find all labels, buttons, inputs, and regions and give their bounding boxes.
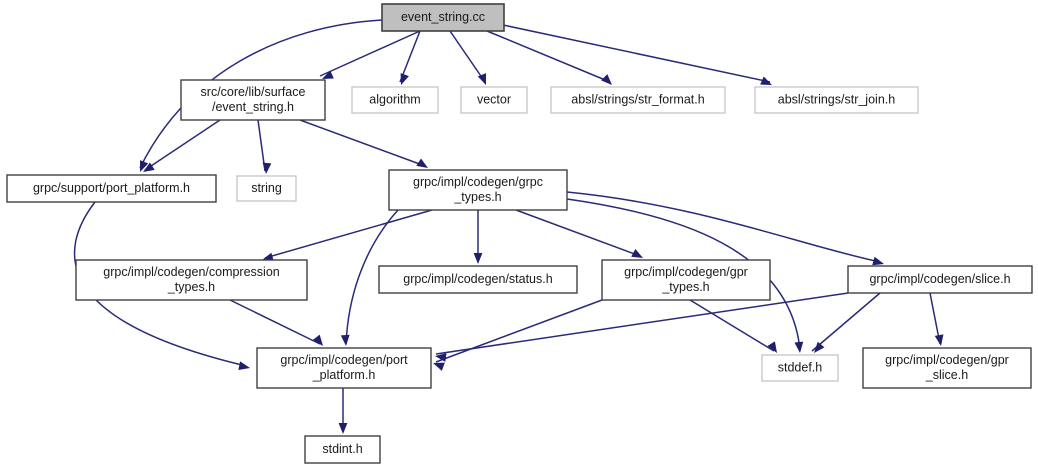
graph-edge-slice_h-to-codegen_port_platform: [435, 292, 849, 355]
graph-node-gpr_types[interactable]: grpc/impl/codegen/gpr_types.h: [601, 259, 771, 301]
graph-edge-gpr_types-to-codegen_port_platform: [435, 299, 603, 363]
arrowhead: [262, 162, 272, 174]
arrowhead: [340, 334, 350, 346]
arrowhead: [631, 248, 643, 258]
node-box[interactable]: [75, 259, 308, 301]
arrowhead: [338, 423, 348, 434]
graph-node-support_port_platform[interactable]: grpc/support/port_platform.h: [6, 174, 217, 203]
graph-edge-event_string_cc-to-algorithm: [399, 30, 421, 83]
node-box[interactable]: [256, 347, 432, 389]
arrowhead: [140, 160, 149, 172]
arrowhead: [312, 334, 323, 346]
graph-node-gpr_slice[interactable]: grpc/impl/codegen/gpr_slice.h: [862, 347, 1032, 389]
arrowhead: [601, 74, 612, 85]
node-box[interactable]: [236, 175, 297, 202]
graph-node-stddef_h[interactable]: stddef.h: [761, 354, 839, 382]
node-box[interactable]: [351, 86, 439, 114]
node-box[interactable]: [761, 354, 839, 382]
graph-edge-grpc_types-to-gpr_types: [515, 209, 641, 257]
node-box[interactable]: [381, 3, 505, 32]
arrowhead: [143, 162, 155, 172]
graph-node-algorithm[interactable]: algorithm: [351, 86, 439, 114]
node-box[interactable]: [388, 169, 568, 211]
node-box[interactable]: [862, 347, 1032, 389]
arrowhead: [262, 252, 274, 262]
node-box[interactable]: [6, 174, 217, 203]
graph-edge-grpc_types-to-codegen_port_platform: [345, 209, 399, 345]
node-box[interactable]: [754, 86, 919, 114]
graph-node-stdint_h[interactable]: stdint.h: [304, 435, 381, 464]
graph-edge-event_string_cc-to-support_port_platform: [139, 19, 383, 169]
graph-node-string[interactable]: string: [236, 175, 297, 202]
node-box[interactable]: [460, 86, 528, 114]
graph-node-vector[interactable]: vector: [460, 86, 528, 114]
graph-edge-event_string_cc-to-vector: [449, 30, 486, 83]
graph-edge-grpc_types-to-compression_types: [264, 209, 433, 259]
graph-edge-event_string_cc-to-str_format: [486, 30, 611, 83]
arrowhead: [435, 353, 447, 362]
graph-edge-surface_event_string_h-to-string: [257, 119, 266, 172]
arrowhead: [433, 362, 445, 371]
graph-node-status_h[interactable]: grpc/impl/codegen/status.h: [378, 265, 578, 294]
graph-edge-surface_event_string_h-to-support_port_platform: [144, 119, 221, 171]
arrowhead: [477, 73, 486, 85]
node-box[interactable]: [847, 265, 1033, 294]
arrowhead: [814, 341, 825, 353]
node-box[interactable]: [180, 79, 326, 121]
graph-nodes: event_string.cc src/core/lib/surface/even…: [6, 3, 1033, 464]
arrowhead: [416, 158, 428, 168]
graph-edge-grpc_types-to-stddef_h: [566, 198, 801, 351]
node-box[interactable]: [550, 86, 726, 114]
arrowhead: [760, 76, 772, 85]
graph-edge-slice_h-to-stddef_h: [811, 292, 881, 352]
node-box[interactable]: [601, 259, 771, 301]
node-box[interactable]: [304, 435, 381, 464]
arrowhead: [238, 361, 250, 371]
graph-node-codegen_port_platform[interactable]: grpc/impl/codegen/port_platform.h: [256, 347, 432, 389]
graph-node-surface_event_string_h[interactable]: src/core/lib/surface/event_string.h: [180, 79, 326, 121]
arrowhead: [322, 70, 334, 79]
graph-edge-event_string_cc-to-surface_event_string_h: [319, 30, 421, 77]
node-box[interactable]: [378, 265, 578, 294]
arrowhead: [872, 256, 884, 266]
graph-edge-grpc_types-to-slice_h: [566, 191, 881, 263]
graph-node-compression_types[interactable]: grpc/impl/codegen/compression_types.h: [75, 259, 308, 301]
graph-edge-surface_event_string_h-to-grpc_types: [299, 119, 426, 167]
graph-node-slice_h[interactable]: grpc/impl/codegen/slice.h: [847, 265, 1033, 294]
arrowhead: [473, 253, 483, 264]
arrowhead: [794, 341, 804, 353]
arrowhead: [767, 341, 777, 353]
graph-edge-compression_types-to-codegen_port_platform: [229, 299, 321, 345]
graph-arrowheads: [140, 70, 944, 434]
graph-edge-gpr_types-to-stddef_h: [689, 299, 775, 352]
graph-edge-event_string_cc-to-str_join: [502, 24, 771, 83]
graph-node-str_join[interactable]: absl/strings/str_join.h: [754, 86, 919, 114]
graph-node-event_string_cc[interactable]: event_string.cc: [381, 3, 505, 32]
arrowhead: [400, 73, 409, 85]
graph-node-str_format[interactable]: absl/strings/str_format.h: [550, 86, 726, 114]
graph-node-grpc_types[interactable]: grpc/impl/codegen/grpc_types.h: [388, 169, 568, 211]
arrowhead: [934, 334, 944, 346]
